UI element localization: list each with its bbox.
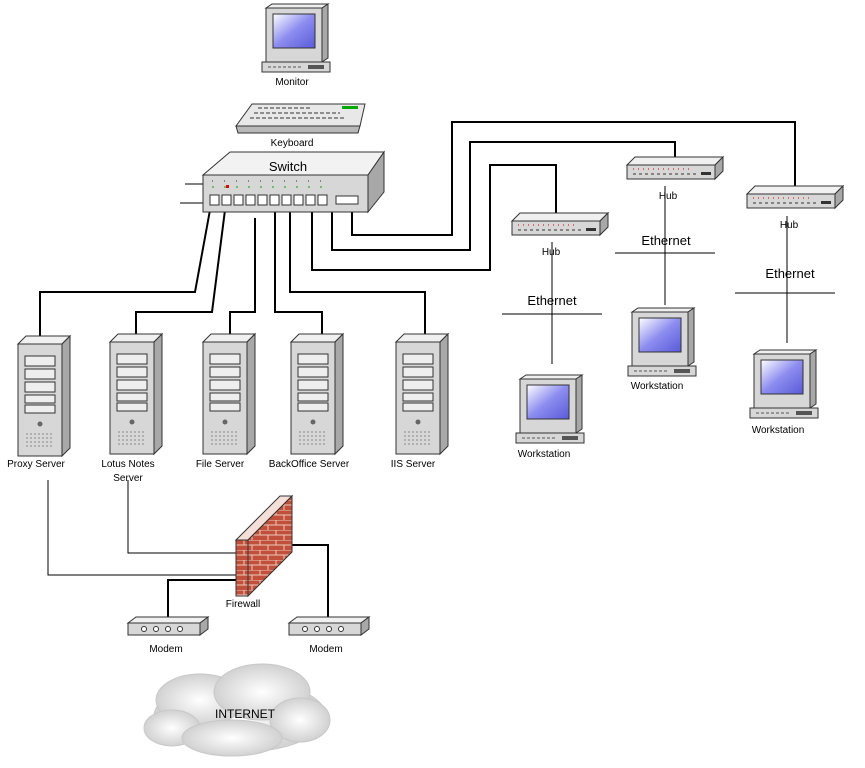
internet-label: INTERNET [215, 707, 276, 721]
workstation-icon [515, 374, 585, 444]
firewall-icon [234, 494, 294, 598]
workstation-icon [749, 349, 819, 419]
hub-label: Hub [780, 220, 799, 231]
backoffice-server-label: BackOffice Server [269, 459, 350, 470]
iis-server-icon [395, 333, 449, 455]
workstation-label: Workstation [631, 381, 684, 392]
proxy-server-icon [17, 335, 71, 457]
switch-leds [212, 180, 322, 188]
backoffice-server-icon [290, 333, 344, 455]
iis-server-label: IIS Server [391, 459, 436, 470]
firewall-label: Firewall [226, 599, 260, 610]
monitor-label: Monitor [275, 77, 309, 88]
proxy-server-label: Proxy Server [7, 459, 65, 470]
hub-label: Hub [659, 191, 678, 202]
file-server-label: File Server [196, 459, 245, 470]
lotus-notes-server-label-line2: Server [113, 473, 143, 484]
workstation-label: Workstation [518, 449, 571, 460]
keyboard-label: Keyboard [271, 138, 314, 149]
modem-icon [288, 616, 370, 636]
monitor-icon [261, 3, 331, 73]
ethernet-label: Ethernet [641, 233, 691, 248]
keyboard-icon [235, 103, 366, 134]
ethernet-label: Ethernet [765, 266, 815, 281]
network-wires [39, 121, 835, 617]
hub-label: Hub [542, 247, 561, 258]
lotus-notes-server-icon [109, 333, 163, 455]
internet-cloud-icon [143, 663, 331, 757]
modem-icon [127, 616, 209, 636]
switch-icon [201, 150, 385, 214]
modem-label: Modem [309, 644, 342, 655]
switch-label: Switch [269, 159, 307, 174]
hub-icon [626, 156, 724, 180]
hub-icon [746, 185, 844, 209]
modem-label: Modem [149, 644, 182, 655]
file-server-icon [202, 333, 256, 455]
lotus-notes-server-label-line1: Lotus Notes [101, 459, 154, 470]
workstation-label: Workstation [752, 425, 805, 436]
switch-ports [209, 194, 359, 206]
hub-icon [511, 212, 609, 236]
workstation-icon [627, 307, 697, 377]
ethernet-label: Ethernet [527, 293, 577, 308]
